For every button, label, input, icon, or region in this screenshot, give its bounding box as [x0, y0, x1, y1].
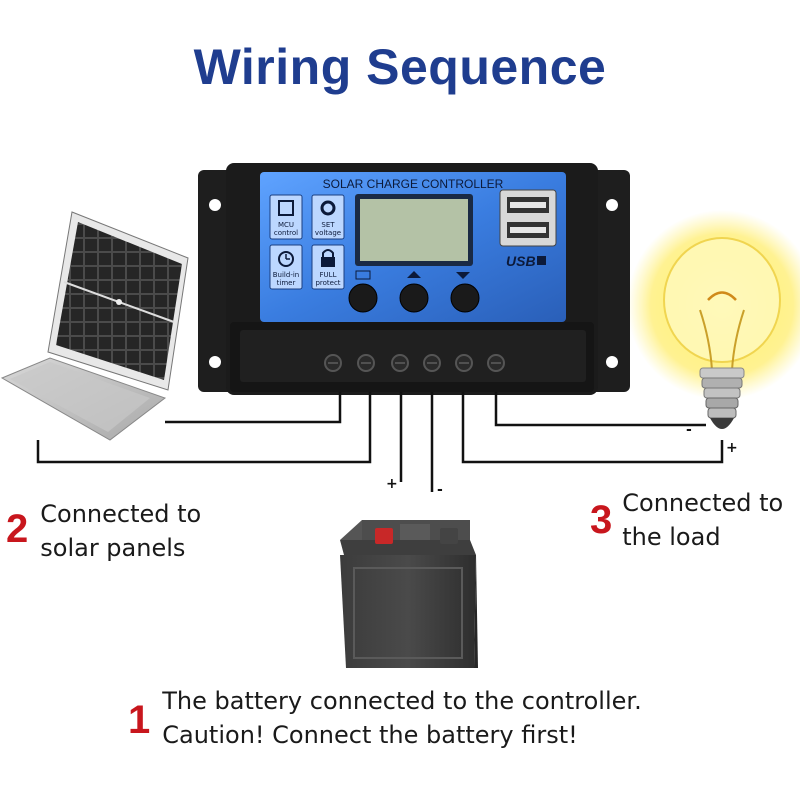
step-3: 3 Connected to the load — [590, 486, 783, 554]
load-wire-positive — [461, 392, 724, 464]
step-3-number: 3 — [590, 498, 613, 542]
lcd-screen — [360, 199, 468, 261]
svg-text:voltage: voltage — [315, 229, 341, 237]
solar-wire-negative — [36, 392, 372, 464]
svg-text:FULL: FULL — [320, 271, 337, 279]
step-2: 2 Connected to solar panels — [6, 497, 201, 565]
load-wire-negative — [494, 392, 706, 427]
clock-icon: Build-in timer — [269, 244, 303, 290]
step-1-text: The battery connected to the controller.… — [162, 684, 641, 752]
load-negative-label: - — [686, 422, 692, 438]
step-2-line-2: solar panels — [40, 534, 186, 562]
step-3-line-1: Connected to — [622, 489, 784, 517]
gear-icon: SET voltage — [311, 194, 345, 240]
svg-text:MCU: MCU — [278, 221, 294, 229]
svg-text:Build-in: Build-in — [273, 271, 299, 279]
down-button[interactable] — [450, 283, 480, 313]
usb-label: USB — [506, 253, 536, 269]
controller-buttons — [348, 270, 480, 313]
svg-text:control: control — [274, 229, 298, 237]
battery — [340, 520, 478, 668]
load-positive-label: + — [726, 440, 738, 456]
step-1-line-2: Caution! Connect the battery first! — [162, 721, 578, 749]
up-button[interactable] — [399, 283, 429, 313]
step-2-text: Connected to solar panels — [40, 497, 201, 565]
step-2-number: 2 — [6, 507, 29, 551]
lock-icon: FULL protect — [311, 244, 345, 290]
menu-button[interactable] — [348, 283, 378, 313]
usb-ports: USB — [499, 189, 557, 269]
wires — [36, 392, 724, 492]
svg-text:SET: SET — [321, 221, 335, 229]
step-1-number: 1 — [128, 698, 151, 742]
controller-label: SOLAR CHARGE CONTROLLER — [323, 177, 504, 191]
battery-positive-label: + — [386, 476, 398, 492]
svg-text:protect: protect — [315, 279, 340, 287]
step-3-text: Connected to the load — [622, 486, 783, 554]
svg-text:timer: timer — [277, 279, 296, 287]
step-1-line-1: The battery connected to the controller. — [162, 687, 642, 715]
step-3-line-2: the load — [622, 523, 721, 551]
charge-controller: SOLAR CHARGE CONTROLLER MCU control SET … — [198, 163, 630, 395]
mcu-icon: MCU control — [269, 194, 303, 240]
light-bulb — [627, 210, 800, 429]
solar-panel — [0, 211, 189, 441]
terminal-blocks — [324, 354, 505, 372]
page-title: Wiring Sequence — [193, 39, 607, 95]
step-2-line-1: Connected to — [40, 500, 202, 528]
battery-negative-label: - — [437, 482, 443, 498]
step-1: 1 The battery connected to the controlle… — [128, 684, 642, 752]
solar-wire-positive — [165, 392, 342, 424]
